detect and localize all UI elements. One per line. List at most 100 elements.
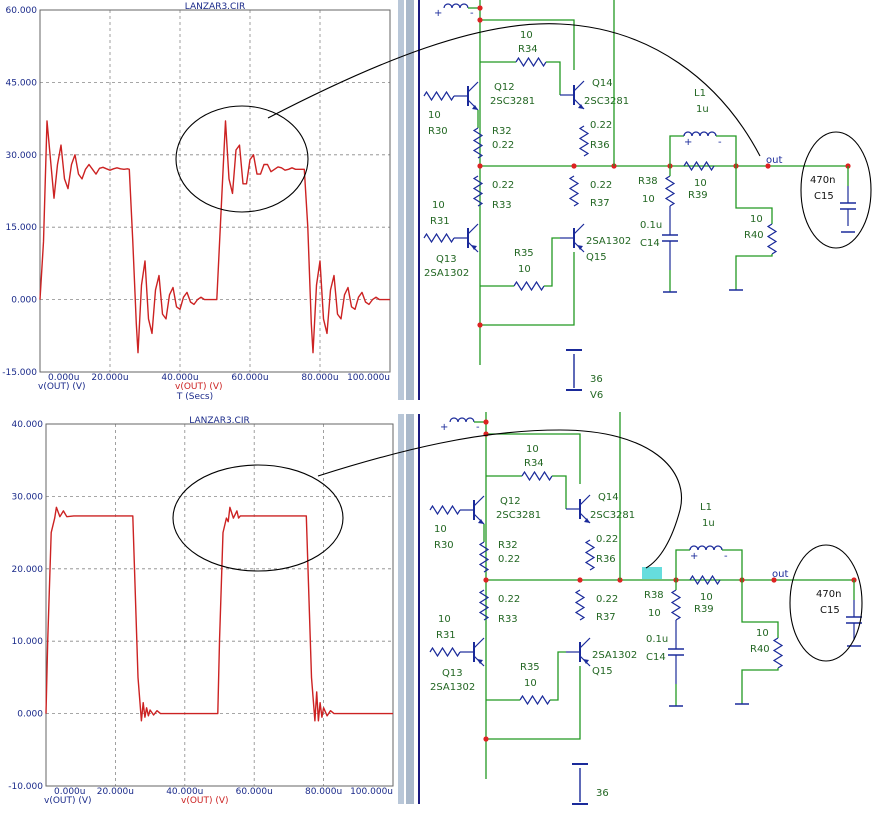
transistor-q12-arrow [472,105,478,110]
wire [741,580,779,638]
r40-ref-label: R40 [744,230,764,241]
q14-ref-label: Q14 [592,78,613,89]
resistor-r35 [513,280,545,292]
callout-ellipse-overshoot-1 [175,105,309,213]
r37-ref-label: R37 [590,198,610,209]
q12-model-label: 2SC3281 [496,510,541,521]
q14-ref-label: Q14 [598,492,619,503]
r36-value-label: 0.22 [596,534,618,545]
wire [735,166,773,224]
q14-model-label: 2SC3281 [590,510,635,521]
y-tick-label: 15.000 [6,223,38,233]
q13-ref-label: Q13 [442,668,463,679]
r39-value-label: 10 [700,592,713,603]
resistor-r31 [423,232,455,244]
x-tick-label: 80.000u [305,787,342,797]
resistor-r33 [472,175,484,207]
c15-value-label: 470n [810,175,835,186]
q13-model-label: 2SA1302 [430,682,475,693]
junction-node [483,419,489,425]
transistor-q15-collector [579,637,591,649]
resistor-r35 [519,694,551,706]
x-tick-label: 60.000u [236,787,273,797]
r38-value-label: 10 [642,194,655,205]
junction-node [483,736,489,742]
x-tick-label: 0.000u [54,787,85,797]
wire [546,61,561,95]
resistor-r37 [568,175,580,207]
y-tick-label: 0.000 [17,710,43,720]
r35-value-label: 10 [518,264,531,275]
panel-divider-gap [404,0,406,400]
r36-ref-label: R36 [590,140,610,151]
resistor-r39 [683,160,715,172]
r34-ref-label: R34 [518,44,538,55]
wire [486,433,581,484]
c15-value-label: 470n [816,589,841,600]
v6-ref-label: V6 [590,390,603,401]
transistor-q15-collector [573,223,585,235]
r36-value-label: 0.22 [590,120,612,131]
transistor-q12-collector [467,81,479,93]
callout-ellipse-overshoot-2 [172,464,344,572]
transistor-q13-collector [473,637,485,649]
transistor-q14-collector [573,80,585,92]
legend-label-1: v(OUT) (V) [44,796,92,806]
plot-frame [39,9,391,373]
junction-node [477,163,483,169]
legend-label-2: v(OUT) (V) [175,382,223,392]
q12-ref-label: Q12 [494,82,515,93]
chart-title: LANZAR3.CIR [185,2,245,12]
wire [669,135,684,166]
q15-ref-label: Q15 [592,666,613,677]
schematics-layer: +-10R3410R30Q122SC3281R320.22Q142SC32810… [398,0,862,805]
chart-1: LANZAR3.CIR60.00045.00030.00015.0000.000… [2,2,391,402]
transistor-q14-collector [579,494,591,506]
resistor-r37 [574,589,586,621]
r39-ref-label: R39 [688,190,708,201]
transistor-q14-arrow [584,518,590,523]
r38-ref-label: R38 [638,176,658,187]
schematic-panel-2: +-10R3410R30Q122SC3281R320.22Q142SC32810… [429,412,862,805]
r33-value-label: 0.22 [498,594,520,605]
r31-ref-label: R31 [430,216,450,227]
charts-layer: LANZAR3.CIR60.00045.00030.00015.0000.000… [2,2,394,806]
c15-ref-label: C15 [820,605,840,616]
out-node-label: out [766,155,782,166]
wire [716,135,737,166]
resistor-r40 [772,637,784,669]
wire [741,668,779,704]
c14-ref-label: C14 [640,238,660,249]
callout-curve-2 [317,429,682,569]
q15-model-label: 2SA1302 [592,650,637,661]
wire [552,475,567,509]
resistor-r30 [429,504,461,516]
resistor-r39 [689,574,721,586]
transistor-q13-arrow [471,245,477,250]
r32-ref-label: R32 [492,126,512,137]
transistor-q13-arrow [477,659,483,664]
r39-ref-label: R39 [694,604,714,615]
transistor-q13-collector [467,223,479,235]
resistor-r30 [423,90,455,102]
panel-divider-gap [404,414,406,804]
junction-node [771,577,777,583]
l1-ref-label: L1 [700,502,712,513]
out-highlight [642,567,662,579]
resistor-r33 [478,589,490,621]
r30-value-label: 10 [428,110,441,121]
r37-value-label: 0.22 [596,594,618,605]
q14-model-label: 2SC3281 [584,96,629,107]
source-coil [443,3,469,9]
c14-ref-label: C14 [646,652,666,663]
r37-ref-label: R37 [596,612,616,623]
r33-ref-label: R33 [498,614,518,625]
l1-plus-label: + [690,551,698,562]
r34-value-label: 10 [520,30,533,41]
y-tick-label: -10.000 [8,782,43,792]
x-tick-label: 60.000u [231,373,268,383]
x-axis-label: T (Secs) [176,392,213,402]
x-tick-label: 20.000u [97,787,134,797]
junction-node [765,163,771,169]
r32-value-label: 0.22 [492,140,514,151]
